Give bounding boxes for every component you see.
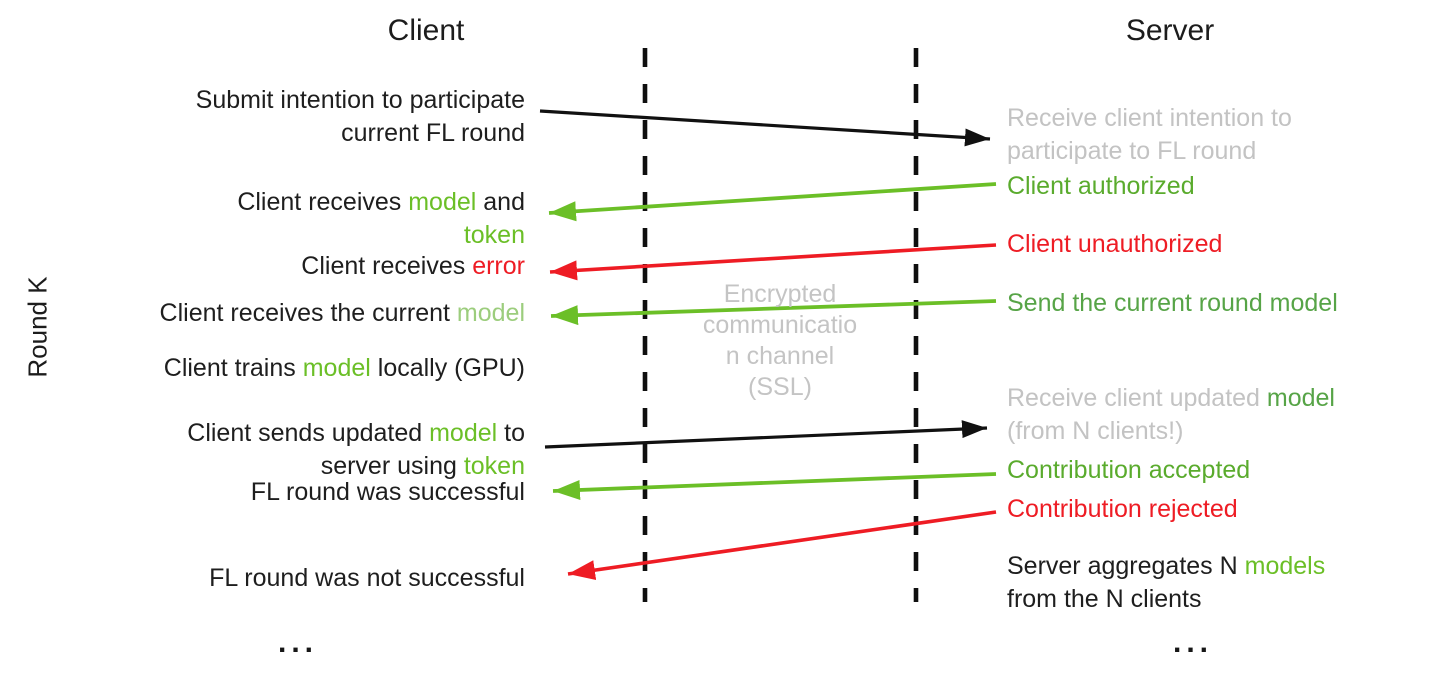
text-segment: model xyxy=(429,419,498,447)
channel-note-line: Encrypted xyxy=(723,280,837,308)
text-segment: error xyxy=(472,252,525,280)
text-segment: Receive client intention to xyxy=(1007,104,1292,132)
client-column-header: Client xyxy=(387,14,465,47)
text-segment: Receive client updated xyxy=(1007,384,1267,412)
text-segment: token xyxy=(463,452,525,480)
text-segment: model xyxy=(302,354,371,382)
message-line: Client sends updated model to xyxy=(187,417,525,450)
message-line: Send the current round model xyxy=(1007,287,1338,320)
message-line: Submit intention to participate xyxy=(196,84,525,117)
text-segment: Client unauthorized xyxy=(1007,230,1223,258)
message-line: Contribution accepted xyxy=(1007,454,1250,487)
message-line: Client receives error xyxy=(301,250,525,283)
text-segment: model xyxy=(456,299,525,327)
message-line: Contribution rejected xyxy=(1007,493,1238,526)
text-segment: Send the current round model xyxy=(1007,289,1338,317)
client-msg-receives-error: Client receives error xyxy=(301,250,525,283)
text-segment: current FL round xyxy=(341,119,525,147)
server-msg-client-unauthorized: Client unauthorized xyxy=(1007,228,1222,261)
message-line: server using token xyxy=(187,450,525,483)
channel-note-line: n channel xyxy=(725,342,835,370)
arrow-client-authorized xyxy=(548,182,997,222)
text-segment: Contribution rejected xyxy=(1007,495,1238,523)
arrow-contribution-rejected xyxy=(567,510,997,581)
text-segment: token xyxy=(463,221,525,249)
arrow-contribution-accepted xyxy=(552,472,997,500)
server-column-header: Server xyxy=(1125,14,1215,47)
text-segment: model xyxy=(408,188,477,216)
text-segment: locally (GPU) xyxy=(370,354,525,382)
text-segment: FL round was not successful xyxy=(209,564,525,592)
round-k-label: Round K xyxy=(22,276,53,378)
message-line: Client trains model locally (GPU) xyxy=(164,352,525,385)
text-segment: Client receives the current xyxy=(159,299,457,327)
client-msg-submit-intention: Submit intention to participate current F… xyxy=(196,84,525,150)
message-line: FL round was successful xyxy=(251,476,525,509)
message-line: Receive client intention to xyxy=(1007,102,1292,135)
client-msg-fl-round-not-successful: FL round was not successful xyxy=(209,562,525,595)
channel-note-line: (SSL) xyxy=(748,373,812,401)
message-line: current FL round xyxy=(196,117,525,150)
message-line: Client receives model and xyxy=(237,186,525,219)
text-segment: and xyxy=(476,188,525,216)
message-line: from the N clients xyxy=(1007,583,1325,616)
server-msg-receive-updated-model: Receive client updated model(from N clie… xyxy=(1007,382,1335,448)
message-line: participate to FL round xyxy=(1007,135,1292,168)
text-segment: participate to FL round xyxy=(1007,137,1257,165)
server-msg-contribution-accepted: Contribution accepted xyxy=(1007,454,1250,487)
text-segment: Client receives xyxy=(237,188,409,216)
encrypted-channel-note: Encrypted communicatio n channel (SSL) xyxy=(703,279,857,403)
arrow-client-unauthorized xyxy=(549,243,997,281)
text-segment: models xyxy=(1244,552,1326,580)
text-segment: server using xyxy=(320,452,464,480)
message-line: Server aggregates N models xyxy=(1007,550,1325,583)
text-segment: Submit intention to participate xyxy=(195,86,525,114)
message-line: FL round was not successful xyxy=(209,562,525,595)
server-ellipsis: ... xyxy=(1172,626,1214,659)
client-msg-receives-current-model: Client receives the current model xyxy=(160,297,525,330)
message-line: Receive client updated model xyxy=(1007,382,1335,415)
message-line: token xyxy=(237,219,525,252)
text-segment: from the N clients xyxy=(1007,585,1202,613)
message-line: Client authorized xyxy=(1007,170,1195,203)
text-segment: (from N clients!) xyxy=(1007,417,1184,445)
server-msg-receive-intention: Receive client intention to participate t… xyxy=(1007,102,1292,168)
text-segment: Client authorized xyxy=(1007,172,1195,200)
text-segment: Server aggregates N xyxy=(1007,552,1245,580)
server-msg-send-round-model: Send the current round model xyxy=(1007,287,1338,320)
client-msg-fl-round-successful: FL round was successful xyxy=(251,476,525,509)
text-segment: Client trains xyxy=(163,354,303,382)
server-msg-client-authorized: Client authorized xyxy=(1007,170,1195,203)
text-segment: model xyxy=(1266,384,1335,412)
message-line: Client unauthorized xyxy=(1007,228,1222,261)
text-segment: FL round was successful xyxy=(250,478,525,506)
arrow-submit-intention xyxy=(539,109,991,147)
client-ellipsis: ... xyxy=(277,626,319,659)
text-segment: to xyxy=(497,419,525,447)
message-line: Client receives the current model xyxy=(160,297,525,330)
server-msg-contribution-rejected: Contribution rejected xyxy=(1007,493,1238,526)
message-line: (from N clients!) xyxy=(1007,415,1335,448)
client-msg-trains-model: Client trains model locally (GPU) xyxy=(164,352,525,385)
text-segment: Contribution accepted xyxy=(1007,456,1251,484)
arrow-send-updated-model xyxy=(544,420,988,449)
text-segment: Client receives xyxy=(301,252,473,280)
text-segment: Client sends updated xyxy=(187,419,430,447)
channel-note-line: communicatio xyxy=(702,311,858,339)
